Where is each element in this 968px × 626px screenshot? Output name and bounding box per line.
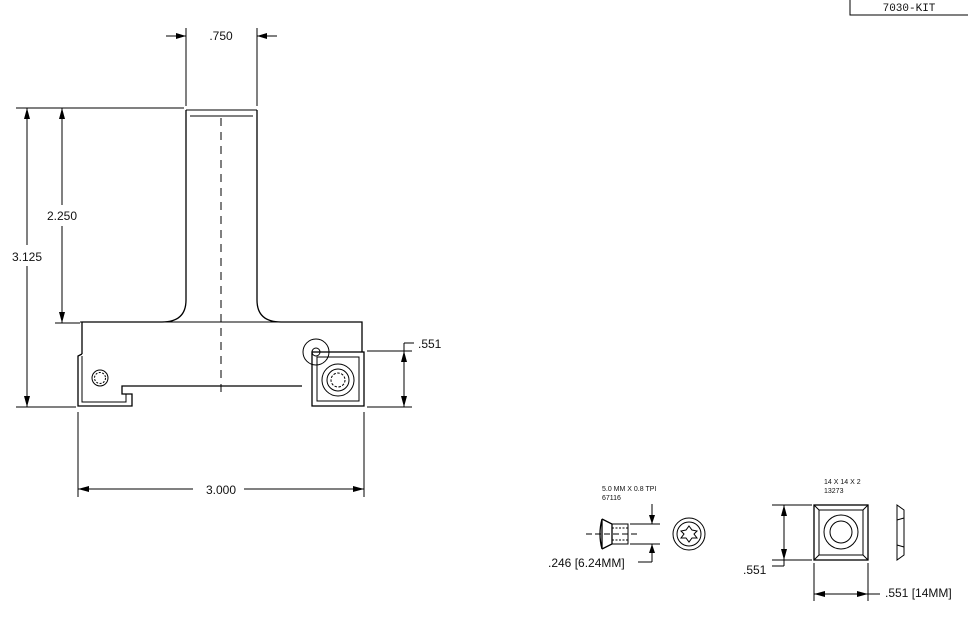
dim-overall-length: 3.125 (12, 107, 76, 408)
insert-corner (862, 504, 869, 511)
right-insert-outer (311, 351, 365, 407)
arrow (401, 351, 407, 362)
dim-shank-diameter: .750 (166, 28, 277, 106)
screw-head-dim: .246 [6.24MM] (548, 556, 625, 570)
arrow (814, 591, 825, 597)
arrow (649, 544, 655, 553)
cutter-view: .750 2.250 3.125 (12, 28, 442, 497)
insert-width-dim: .551 [14MM] (885, 586, 952, 600)
arrow (78, 486, 89, 492)
dim-value: .750 (209, 29, 233, 43)
right-insert-hole (326, 368, 350, 392)
insert-spec-label: 14 X 14 X 2 (824, 479, 861, 486)
dim-insert-height-cutter: .551 (367, 337, 442, 408)
arrow (59, 312, 65, 323)
arrow (649, 515, 655, 524)
insert-side-view (896, 504, 905, 561)
title-block-border (849, 0, 968, 16)
screw-part-number-label: 67116 (602, 495, 621, 502)
insert-outer-square (813, 504, 869, 561)
arrow (401, 396, 407, 407)
insert-side-line (896, 517, 905, 521)
right-insert (302, 338, 365, 407)
arrow (24, 108, 30, 119)
insert-corner (813, 504, 820, 511)
insert-height-dim: .551 (743, 563, 767, 577)
right-insert-hole-outer (321, 363, 355, 397)
dim-shank-length: 2.250 (47, 107, 184, 324)
dim-cutting-diameter: 3.000 (77, 412, 365, 497)
body-lower-outline (77, 353, 302, 407)
screw-end-inner (676, 521, 702, 547)
insert-hole-outer (823, 514, 859, 550)
arrow (781, 505, 787, 516)
dim-value: 3.125 (12, 250, 42, 264)
screw-end-outer (672, 517, 706, 551)
left-screw-circle (91, 369, 109, 387)
arrow (59, 108, 65, 119)
torx-star-icon (679, 525, 699, 543)
part-number-label: 7030-KIT (883, 3, 936, 15)
screw-view: 5.0 MM X 0.8 TPI 67116 .246 [6.24MM] (548, 486, 706, 570)
left-screw-torx (94, 372, 106, 384)
arrow (24, 396, 30, 407)
dim-value: .551 (418, 337, 442, 351)
insert-view: 14 X 14 X 2 13273 .551 .551 [14MM] (743, 479, 952, 601)
title-block: 7030-KIT (849, 0, 968, 16)
arrow (257, 33, 267, 39)
arrow (857, 591, 868, 597)
arrow (176, 33, 186, 39)
left-insert-edge (81, 356, 127, 403)
insert-corner (813, 554, 820, 561)
insert-part-number-label: 13273 (824, 488, 844, 495)
shank-outline (81, 110, 363, 354)
screw-spec-label: 5.0 MM X 0.8 TPI (602, 486, 656, 493)
insert-side-line (896, 544, 905, 548)
insert-hole-inner (829, 520, 853, 544)
right-insert-torx (330, 372, 346, 388)
insert-corner (862, 554, 869, 561)
arrow (781, 549, 787, 560)
arrow (353, 486, 364, 492)
insert-inner-square (818, 509, 864, 556)
dim-value: 2.250 (47, 209, 77, 223)
right-insert-inner (316, 356, 360, 402)
dim-value: 3.000 (206, 483, 236, 497)
